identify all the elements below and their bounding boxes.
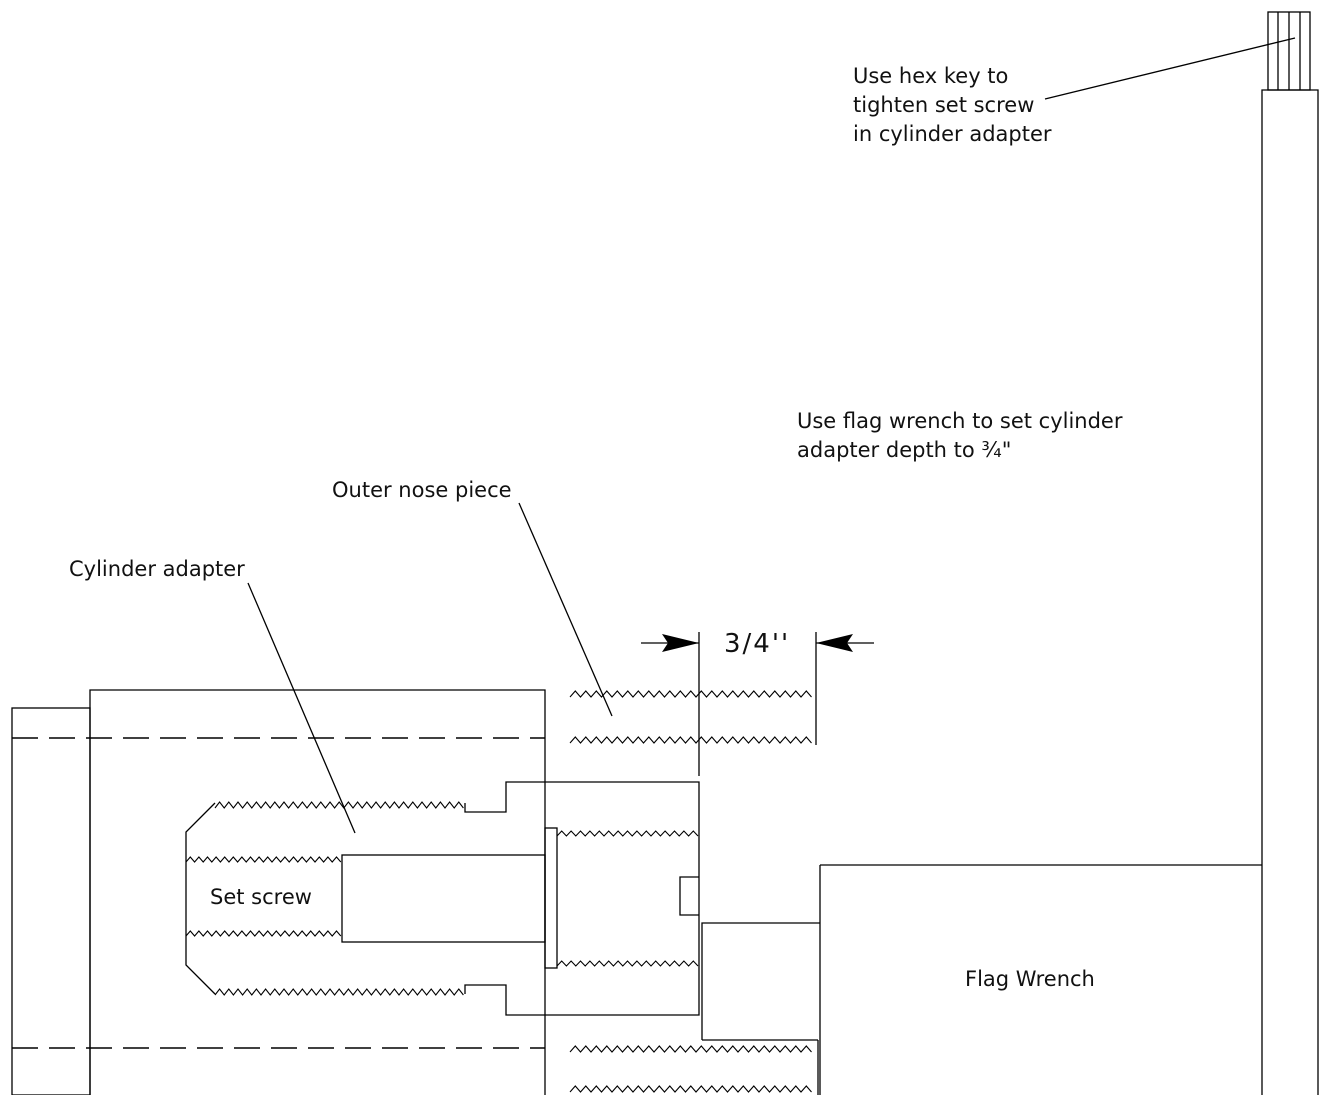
- flag-wrench-note-line-2: adapter depth to ¾": [797, 438, 1011, 462]
- dimension-markers: [641, 632, 874, 776]
- adapter-thread-top: [214, 801, 464, 809]
- bore-thread-bottom: [556, 960, 699, 967]
- hex-key-leader: [1044, 37, 1296, 100]
- cylinder-adapter: [185, 781, 700, 1016]
- outer-nose-piece-lower: [701, 922, 820, 1095]
- set-screw: [341, 854, 546, 943]
- adapter-thread-bottom: [214, 988, 464, 996]
- cylinder-adapter-leader: [247, 582, 356, 834]
- left-plate: [11, 707, 91, 1095]
- set-screw-label: Set screw: [210, 885, 312, 909]
- adapter-thread-inner-top: [185, 856, 342, 863]
- main-body: [89, 689, 546, 1095]
- nose-thread-top: [569, 690, 812, 698]
- flag-wrench-note-line-1: Use flag wrench to set cylinder: [797, 409, 1123, 433]
- adapter-thread-inner-bottom: [185, 930, 342, 937]
- thread-lines: [185, 690, 812, 1093]
- flag-wrench: [819, 89, 1319, 1095]
- hex-key: [1267, 11, 1311, 91]
- flag-wrench-label: Flag Wrench: [965, 967, 1095, 991]
- outer-nose-leader: [518, 502, 613, 717]
- outer-nose-piece-label: Outer nose piece: [332, 478, 512, 502]
- dimension-label: 3/4'': [724, 629, 790, 659]
- hex-key-note-line-1: Use hex key to: [853, 64, 1008, 88]
- nose-thread-bottom: [569, 1085, 812, 1093]
- hex-key-note-line-3: in cylinder adapter: [853, 122, 1052, 146]
- nose-thread-upper: [569, 736, 812, 744]
- bore-thread-top: [556, 830, 699, 837]
- hex-key-note-line-2: tighten set screw: [853, 93, 1034, 117]
- nose-thread-lower: [569, 1045, 812, 1053]
- cylinder-adapter-label: Cylinder adapter: [69, 557, 245, 581]
